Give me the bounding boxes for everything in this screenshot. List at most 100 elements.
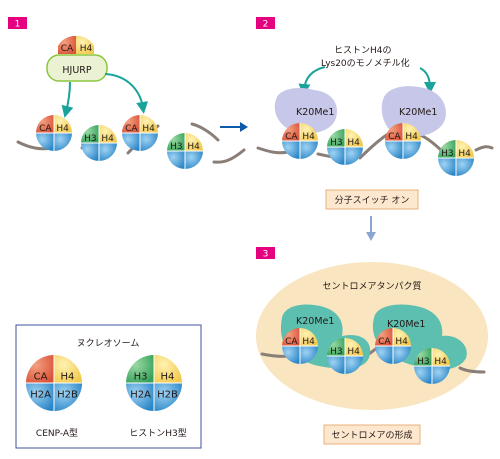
- h4-label: H4: [56, 124, 69, 134]
- step-badge-1: [8, 17, 27, 29]
- histone-quadrant: [154, 355, 182, 383]
- h4-label: H4: [160, 372, 174, 383]
- histone-quadrant: [456, 140, 474, 158]
- h2a-label: H2A: [130, 390, 151, 401]
- step-number-2: 2: [263, 20, 269, 30]
- legend-cenpa-label: CENP-A型: [36, 428, 78, 439]
- h3-label: H3: [84, 134, 97, 144]
- h4-label: H4: [60, 372, 74, 383]
- histone-quadrant: [26, 383, 54, 411]
- histone-quadrant: [54, 383, 82, 411]
- h4-label: H4: [302, 337, 315, 347]
- k20me1-label: K20Me1: [296, 316, 334, 327]
- ca-label: CA: [285, 132, 298, 142]
- ca-label: CA: [285, 337, 298, 347]
- methylation-arrow-right: [419, 67, 436, 94]
- histone-quadrant: [81, 125, 99, 143]
- histone-quadrant: [282, 141, 300, 159]
- step-badge-2: [256, 17, 275, 29]
- h2b-label: H2B: [57, 390, 78, 401]
- ca-label: CA: [378, 337, 391, 347]
- histone-quadrant: [345, 338, 363, 356]
- free-h4-label: H4: [80, 44, 93, 54]
- dna-strand-2-end: [474, 145, 494, 152]
- methylation-annotation-line2: Lys20のモノメチル化: [321, 57, 410, 69]
- h4-label: H4: [405, 132, 418, 142]
- h4-label: H4: [458, 149, 471, 159]
- histone-quadrant: [36, 133, 54, 151]
- histone-quadrant: [327, 338, 345, 356]
- histone-quadrant: [375, 346, 393, 364]
- histone-quadrant: [185, 151, 203, 169]
- histone-quadrant: [438, 140, 456, 158]
- histone-quadrant: [154, 383, 182, 411]
- histone-quadrant: [403, 123, 421, 141]
- histone-quadrant: [345, 147, 363, 165]
- histone-quadrant: [282, 123, 300, 141]
- h4-label: H4: [142, 124, 155, 134]
- formation-box: [323, 424, 421, 445]
- h2a-label: H2A: [30, 390, 51, 401]
- switch-on-caption: 分子スイッチ オン: [335, 195, 410, 206]
- histone-quadrant: [140, 133, 158, 151]
- histone-quadrant: [282, 346, 300, 364]
- histone-quadrant: [345, 129, 363, 147]
- histone-quadrant: [432, 348, 450, 366]
- histone-quadrant: [327, 147, 345, 165]
- centromere-protein-label: セントロメアタンパク質: [322, 280, 421, 292]
- histone-quadrant: [167, 133, 185, 151]
- histone-quadrant: [327, 129, 345, 147]
- histone-quadrant: [393, 346, 411, 364]
- nucleosome-h3: H3 H4: [167, 133, 203, 169]
- h4-label: H4: [101, 134, 114, 144]
- h3-label: H3: [134, 372, 148, 383]
- h4-label: H4: [347, 347, 360, 357]
- nucleosome-cenpa: CA H4: [375, 328, 411, 364]
- histone-quadrant: [327, 356, 345, 374]
- free-ca-h4-dimer: CA H4: [58, 35, 94, 54]
- histone-quadrant: [122, 133, 140, 151]
- h4-label: H4: [187, 142, 200, 152]
- histone-quadrant: [432, 366, 450, 384]
- ca-label: CA: [39, 124, 52, 134]
- histone-quadrant: [385, 123, 403, 141]
- h4-label: H4: [434, 357, 447, 367]
- histone-quadrant: [122, 115, 140, 133]
- h4-label: H4: [395, 337, 408, 347]
- legend-title: ヌクレオソーム: [77, 338, 140, 349]
- h3-label: H3: [170, 142, 183, 152]
- dna-strand-1-end: [212, 148, 246, 164]
- step-number-1: 1: [15, 20, 21, 30]
- nucleosome-cenpa: CA H4: [282, 328, 318, 364]
- histone-quadrant: [185, 133, 203, 151]
- histone-quadrant: [414, 348, 432, 366]
- free-ca-label: CA: [61, 44, 74, 54]
- histone-quadrant: [456, 158, 474, 176]
- histone-quadrant: [345, 356, 363, 374]
- step-badge-3: [256, 247, 275, 259]
- ca-label: CA: [34, 372, 48, 383]
- hjurp-label: HJURP: [62, 65, 91, 76]
- histone-quadrant: [126, 383, 154, 411]
- down-arrow: [366, 216, 376, 241]
- histone-quadrant: [300, 346, 318, 364]
- step-number-3: 3: [263, 250, 269, 260]
- histone-quadrant: [36, 115, 54, 133]
- histone-quadrant: [300, 123, 318, 141]
- k20me1-label: K20Me1: [296, 107, 334, 118]
- histone-quadrant: [375, 328, 393, 346]
- histone-quadrant: [54, 115, 72, 133]
- histone-quadrant: [26, 355, 54, 383]
- histone-quadrant: [81, 143, 99, 161]
- legend-h3-label: ヒストンH3型: [129, 428, 187, 439]
- methylation-annotation-line1: ヒストンH4の: [334, 45, 392, 56]
